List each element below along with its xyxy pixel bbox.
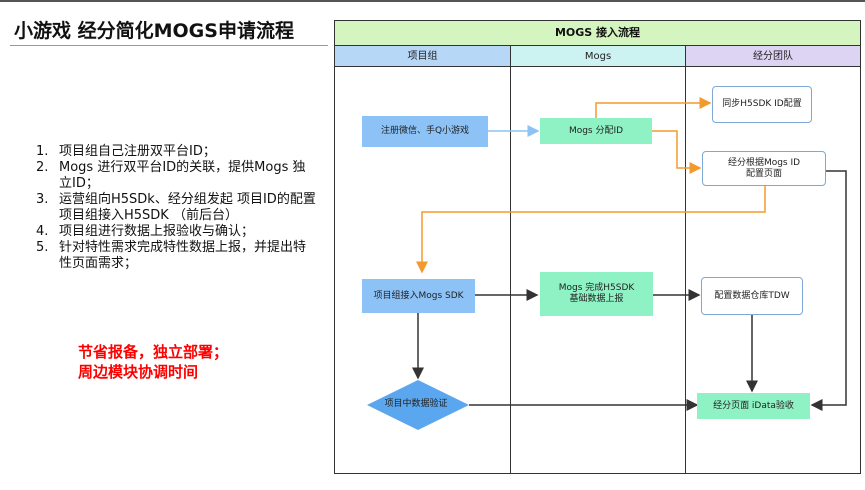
node-basic-report-line: 基础数据上报 (569, 294, 624, 304)
step-text: 运营组向H5SDk、经分组发起 项目ID的配置项目组接入H5SDK （前后台） (59, 192, 316, 223)
step-item: 2. Mogs 进行双平台ID的关联，提供Mogs 独立ID； (36, 160, 316, 192)
lane-header-mogs: Mogs (510, 46, 685, 67)
highlight-text: 节省报备，独立部署； 周边模块协调时间 (78, 342, 228, 382)
node-integrate-sdk: 项目组接入Mogs SDK (362, 279, 475, 313)
node-basic-report: Mogs 完成H5SDK 基础数据上报 (540, 272, 653, 316)
highlight-line: 节省报备，独立部署； (78, 343, 229, 361)
flowchart-title: MOGS 接入流程 (335, 21, 860, 46)
highlight-line: 周边模块协调时间 (78, 363, 199, 381)
node-basic-report-line: Mogs 完成H5SDK (558, 283, 635, 293)
step-text: 针对特性需求完成特性数据上报，并提出特性页面需求； (59, 240, 307, 271)
lane-header-project: 项目组 (335, 46, 510, 67)
step-number: 2. (36, 160, 49, 175)
step-item: 5. 针对特性需求完成特性数据上报，并提出特性页面需求； (36, 240, 316, 272)
lane-divider (510, 67, 511, 473)
steps-list: 1. 项目组自己注册双平台ID； 2. Mogs 进行双平台ID的关联，提供Mogs… (36, 144, 316, 272)
step-item: 1. 项目组自己注册双平台ID； (36, 144, 316, 160)
node-config-page-line: 配置页面 (745, 168, 782, 179)
step-text: 项目组进行数据上报验收与确认； (59, 224, 255, 239)
step-text: Mogs 进行双平台ID的关联，提供Mogs 独立ID； (59, 160, 306, 191)
node-sync-config: 同步H5SDK ID配置 (712, 86, 812, 123)
lane-header-analytics: 经分团队 (685, 46, 860, 67)
lane-divider (685, 67, 686, 473)
step-item: 3. 运营组向H5SDk、经分组发起 项目ID的配置项目组接入H5SDK （前后台… (36, 192, 316, 224)
step-item: 4. 项目组进行数据上报验收与确认； (36, 224, 316, 240)
node-config-page: 经分根据Mogs ID 配置页面 (702, 151, 826, 186)
node-idata-accept: 经分页面 iData验收 (697, 393, 810, 419)
step-number: 1. (36, 144, 49, 159)
title-underline (10, 45, 328, 46)
step-text: 项目组自己注册双平台ID； (59, 144, 216, 159)
slide-title: 小游戏 经分简化MOGS申请流程 (14, 20, 294, 42)
node-register: 注册微信、手Q小游戏 (362, 116, 488, 147)
step-number: 4. (36, 224, 49, 239)
step-number: 5. (36, 240, 49, 255)
node-tdw-config: 配置数据仓库TDW (701, 277, 803, 315)
node-data-verify-label: 项目中数据验证 (384, 399, 448, 409)
top-rule (0, 0, 865, 2)
step-number: 3. (36, 192, 49, 207)
node-config-page-line: 经分根据Mogs ID (727, 157, 801, 168)
node-assign-id: Mogs 分配ID (540, 118, 652, 144)
